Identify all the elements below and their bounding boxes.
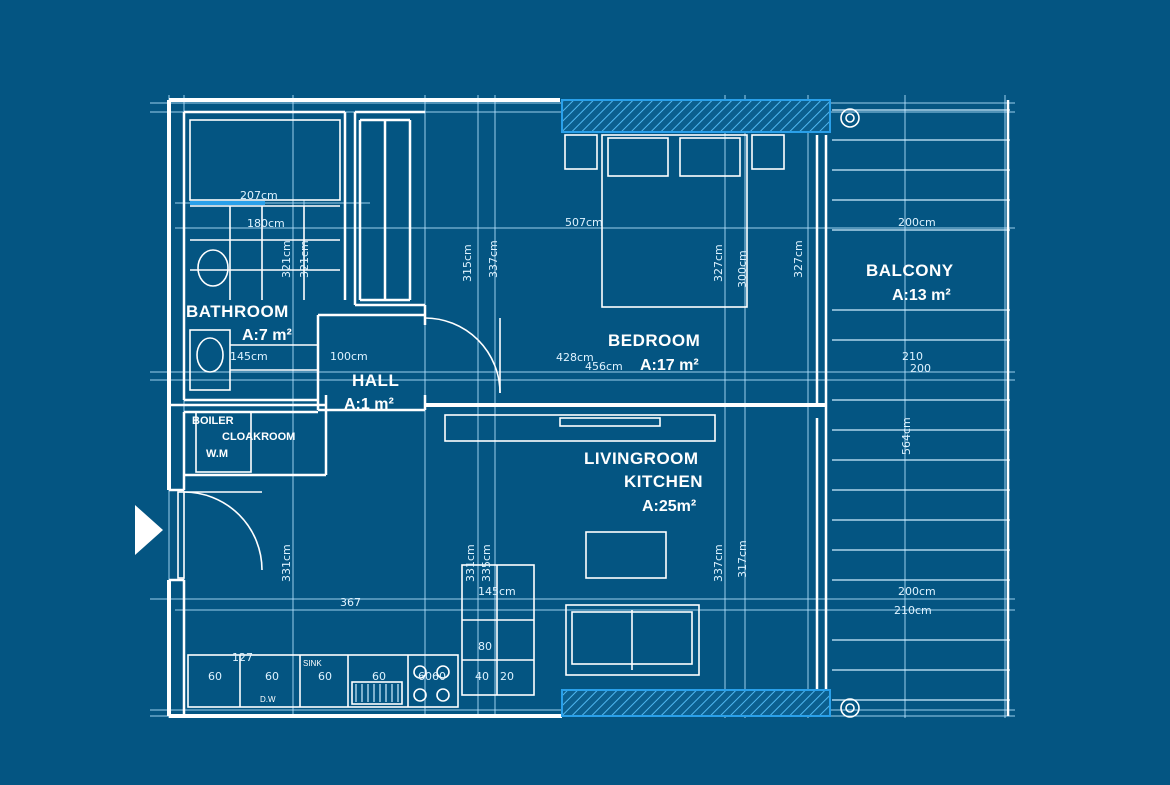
bathroom-fixtures	[189, 119, 341, 391]
dim-321a: 321cm	[280, 240, 293, 278]
hall-name: HALL	[352, 371, 399, 390]
dim-200a: 200cm	[898, 216, 936, 229]
dim-20: 20	[500, 670, 514, 683]
hall-door	[424, 317, 501, 394]
dim-100: 100cm	[330, 350, 368, 363]
sink-label: SINK	[303, 659, 322, 668]
dim-60b: 60	[265, 670, 279, 683]
dim-337b: 337cm	[712, 544, 725, 582]
dim-40: 40	[475, 670, 489, 683]
dim-200c: 200cm	[898, 585, 936, 598]
dim-127: 127	[232, 651, 253, 664]
entrance-arrow-icon	[135, 505, 163, 555]
living-furniture	[444, 414, 716, 696]
balcony-railing	[832, 100, 1010, 718]
dim-60f: 60	[432, 670, 446, 683]
wm-name: W.M	[206, 448, 228, 460]
dim-200b: 200	[910, 362, 931, 375]
dim-507: 507cm	[565, 216, 603, 229]
balcony-area: A:13 m²	[892, 287, 951, 304]
dim-60e: 60	[418, 670, 432, 683]
dim-145: 145cm	[230, 350, 268, 363]
bathroom-area: A:7 m²	[242, 327, 292, 344]
living-name: LIVINGROOM	[584, 449, 699, 468]
dim-337a: 337cm	[487, 240, 500, 278]
dim-145b: 145cm	[478, 585, 516, 598]
kitchen-name: KITCHEN	[624, 472, 703, 491]
kitchen-counter	[187, 411, 459, 708]
dim-335: 335cm	[480, 544, 493, 582]
boiler-name: BOILER	[192, 415, 234, 427]
bedroom-furniture	[564, 134, 785, 308]
dim-331a: 331cm	[280, 544, 293, 582]
entrance-door	[177, 491, 263, 579]
dim-456: 456cm	[585, 360, 623, 373]
dim-300: 300cm	[736, 250, 749, 288]
dim-207: 207cm	[240, 189, 278, 202]
dim-327b: 327cm	[792, 240, 805, 278]
room-labels: BATHROOM A:7 m² HALL A:1 m² BEDROOM A:17…	[186, 261, 954, 515]
hall-area: A:1 m²	[344, 396, 394, 413]
dimension-labels: 207cm 180cm 507cm 200cm 145cm 100cm 428c…	[208, 189, 936, 704]
dim-564: 564cm	[900, 417, 913, 455]
dim-80: 80	[478, 640, 492, 653]
dim-367: 367	[340, 596, 361, 609]
dim-317: 317cm	[736, 540, 749, 578]
bedroom-area: A:17 m²	[640, 357, 699, 374]
dim-331b: 331cm	[464, 544, 477, 582]
cloakroom-name: CLOAKROOM	[222, 431, 295, 443]
dim-210b: 210cm	[894, 604, 932, 617]
walls	[167, 98, 831, 718]
dishwasher-label: D.W	[260, 695, 276, 704]
living-area: A:25m²	[642, 498, 696, 515]
balcony-name: BALCONY	[866, 261, 954, 280]
dim-60a: 60	[208, 670, 222, 683]
dim-210a: 210	[902, 350, 923, 363]
bathroom-name: BATHROOM	[186, 302, 289, 321]
dim-60c: 60	[318, 670, 332, 683]
bedroom-name: BEDROOM	[608, 331, 700, 350]
dim-428: 428cm	[556, 351, 594, 364]
dim-180: 180cm	[247, 217, 285, 230]
dim-321b: 321cm	[298, 240, 311, 278]
dim-60d: 60	[372, 670, 386, 683]
dim-315: 315cm	[461, 244, 474, 282]
dim-327a: 327cm	[712, 244, 725, 282]
